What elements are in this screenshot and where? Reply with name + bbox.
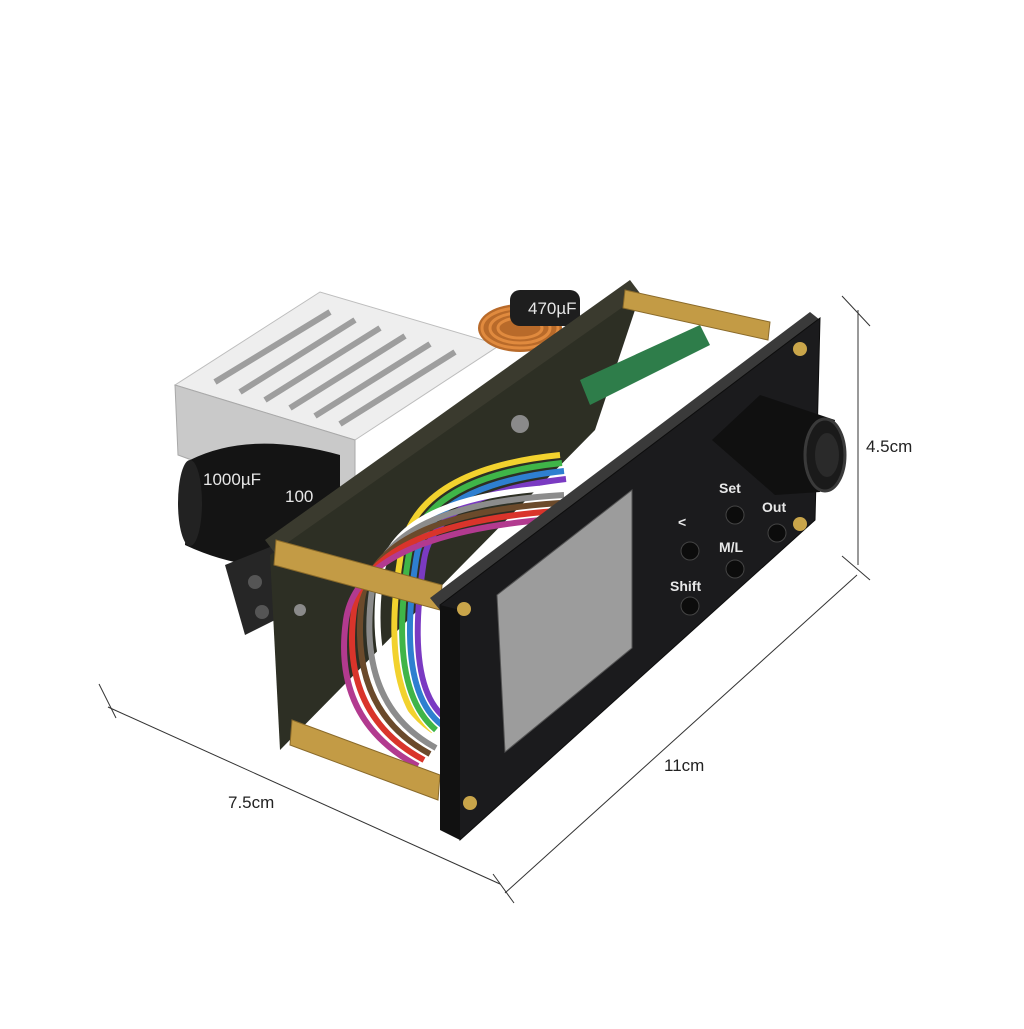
ml-button[interactable] — [725, 559, 745, 579]
set-button[interactable] — [725, 505, 745, 525]
depth-dimension-label: 7.5cm — [228, 793, 275, 812]
top-capacitor-label: 470µF — [528, 299, 577, 318]
height-tick-bottom — [841, 555, 871, 581]
length-dimension-label: 11cm — [664, 756, 705, 775]
out-button[interactable] — [767, 523, 787, 543]
brass-standoffs — [273, 289, 771, 801]
length-tick-end — [492, 873, 515, 904]
large-capacitor-label-2: 100 — [285, 487, 313, 506]
height-tick-top — [841, 295, 871, 327]
front-panel: < Shift Set M/L Out — [430, 312, 847, 842]
top-capacitor: 470µF — [510, 290, 580, 326]
depth-dimension-line — [107, 706, 501, 885]
panel-screw — [457, 602, 471, 616]
large-capacitor-label-1: 1000µF — [203, 470, 261, 489]
left-arrow-label: < — [678, 514, 686, 530]
shift-button[interactable] — [680, 596, 700, 616]
depth-tick-start — [98, 683, 117, 719]
ml-label: M/L — [719, 539, 744, 555]
height-dimension-label: 4.5cm — [866, 437, 913, 456]
rotary-knob[interactable] — [712, 395, 847, 495]
panel-screw — [793, 342, 807, 356]
set-label: Set — [719, 480, 741, 496]
green-control-board — [580, 325, 710, 405]
panel-screw — [793, 517, 807, 531]
out-label: Out — [762, 499, 786, 515]
lcd-screen — [496, 488, 633, 754]
panel-screw — [463, 796, 477, 810]
left-arrow-button[interactable] — [680, 541, 700, 561]
dimension-lines — [98, 295, 871, 904]
shift-label: Shift — [670, 578, 701, 594]
length-dimension-line — [504, 574, 858, 894]
